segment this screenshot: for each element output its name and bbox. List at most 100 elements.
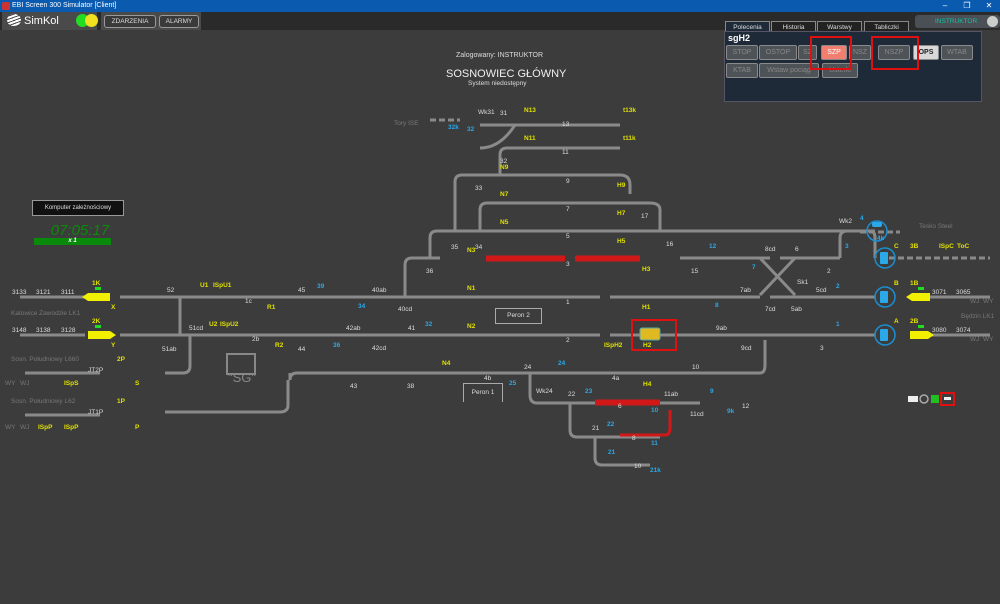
track-label: 32: [467, 126, 475, 133]
track-label[interactable]: H9: [617, 182, 626, 189]
track-label[interactable]: N3: [467, 247, 476, 254]
events-button[interactable]: ZDARZENIA: [104, 15, 156, 28]
track-label[interactable]: ISpP: [38, 424, 53, 431]
stop-button[interactable]: STOP: [726, 45, 758, 60]
track-label[interactable]: N11: [524, 135, 536, 142]
track-label[interactable]: N1: [467, 285, 476, 292]
track-label: 4a: [612, 375, 620, 382]
maximize-button[interactable]: ❐: [963, 1, 971, 10]
tab-polecenia[interactable]: Polecenia: [725, 21, 770, 34]
minimize-button[interactable]: –: [942, 1, 948, 10]
track-label[interactable]: H4: [643, 381, 652, 388]
sg-label: "SG": [227, 370, 256, 385]
user-avatar-icon: [987, 16, 998, 27]
track-label: WY: [983, 336, 994, 343]
track-label: 12: [709, 243, 717, 250]
signal-a-icon: [874, 324, 896, 346]
track-label: 9ab: [716, 325, 727, 332]
track-label: 32: [425, 321, 433, 328]
track-label: 45: [298, 287, 306, 294]
track: [930, 295, 990, 337]
track-label[interactable]: 2P: [117, 356, 125, 363]
track: [860, 230, 990, 260]
track-label: 51ab: [162, 346, 177, 353]
track-label[interactable]: P: [135, 424, 140, 431]
legend-rgb-icon: [931, 395, 939, 403]
insert-train-button[interactable]: Wstaw pociąg: [759, 63, 819, 78]
speed-factor[interactable]: x 1: [34, 238, 111, 245]
track-label: 24: [524, 364, 532, 371]
ostop-button[interactable]: OSTOP: [759, 45, 797, 60]
track-label[interactable]: N2: [467, 323, 476, 330]
track-label[interactable]: U1: [200, 282, 209, 289]
track-label[interactable]: N7: [500, 191, 509, 198]
track-label[interactable]: H7: [617, 210, 626, 217]
track-label: 36: [426, 268, 434, 275]
track-label[interactable]: H3: [642, 266, 651, 273]
line-tory-ise: Tory ISE: [394, 120, 419, 127]
track-label: 3: [845, 243, 849, 250]
track-label[interactable]: ISpH2: [604, 342, 623, 349]
signal-b-icon: [874, 286, 896, 308]
track-label: 40ab: [372, 287, 387, 294]
track-label[interactable]: ToC: [957, 243, 970, 250]
track-label[interactable]: S: [135, 380, 140, 387]
track-label: 33: [475, 185, 483, 192]
track-label[interactable]: H1: [642, 304, 651, 311]
track-label[interactable]: N9: [500, 164, 509, 171]
track-label[interactable]: ISpU1: [213, 282, 232, 289]
track-label[interactable]: R1: [267, 304, 276, 311]
track-label[interactable]: R2: [275, 342, 284, 349]
track-label[interactable]: 1K: [92, 280, 101, 287]
logged-in-label: Zalogowany: INSTRUKTOR: [456, 52, 544, 59]
track-label[interactable]: N5: [500, 219, 509, 226]
track-label[interactable]: 1B: [910, 280, 919, 287]
track-label[interactable]: H5: [617, 238, 626, 245]
track-label[interactable]: B: [894, 280, 899, 287]
track-label: 34: [475, 244, 483, 251]
tab-historia[interactable]: Historia: [771, 21, 816, 34]
szp-button[interactable]: SZP: [821, 45, 847, 60]
track-label: 24: [558, 360, 566, 367]
track-label[interactable]: t11k: [623, 135, 636, 142]
track-label[interactable]: A: [894, 318, 899, 325]
track-label[interactable]: 2K: [92, 318, 101, 325]
track-label: Sk1: [797, 279, 809, 286]
track-label[interactable]: N13: [524, 107, 536, 114]
ops-button[interactable]: OPS: [913, 45, 939, 60]
track-label: 15: [691, 268, 699, 275]
legend-red-box-icon: [940, 392, 955, 406]
track-label[interactable]: 2B: [910, 318, 919, 325]
faults-button[interactable]: Usterki: [822, 63, 858, 78]
track-label: 3128: [61, 327, 76, 334]
track-label[interactable]: X: [111, 304, 116, 311]
track-label[interactable]: ISpS: [64, 380, 79, 387]
track-label[interactable]: 1P: [117, 398, 125, 405]
track-label[interactable]: H2: [643, 342, 652, 349]
tab-warstwy[interactable]: Warstwy: [817, 21, 862, 34]
track-label[interactable]: C: [894, 243, 899, 250]
nsz-button[interactable]: NSZ: [849, 45, 871, 60]
track-label: 21k: [650, 467, 661, 474]
tab-tabliczki[interactable]: Tabliczki: [864, 21, 909, 34]
track-label[interactable]: t13k: [623, 107, 637, 114]
user-badge[interactable]: INSTRUKTOR: [915, 15, 1000, 28]
close-button[interactable]: ✕: [985, 1, 993, 10]
track-label[interactable]: ISpP: [64, 424, 79, 431]
track-label[interactable]: 3B: [910, 243, 919, 250]
track-label: JT2P: [88, 367, 104, 374]
track-label: 11: [651, 440, 658, 447]
track-label[interactable]: U2: [209, 321, 218, 328]
track-label[interactable]: ISpC: [939, 243, 954, 250]
sz-button[interactable]: SZ: [798, 45, 817, 60]
track-label[interactable]: Y: [111, 342, 116, 349]
track-label[interactable]: N4: [442, 360, 451, 367]
track-label: 21: [608, 449, 616, 456]
nszp-button[interactable]: NSZP: [878, 45, 910, 60]
track-label[interactable]: ISpU2: [220, 321, 239, 328]
green-indicator: [918, 287, 924, 290]
wtab-button[interactable]: WTAB: [941, 45, 973, 60]
ktab-button[interactable]: KTAB: [726, 63, 758, 78]
track-label: 3080: [932, 327, 947, 334]
alarms-button[interactable]: ALARMY: [159, 15, 199, 28]
